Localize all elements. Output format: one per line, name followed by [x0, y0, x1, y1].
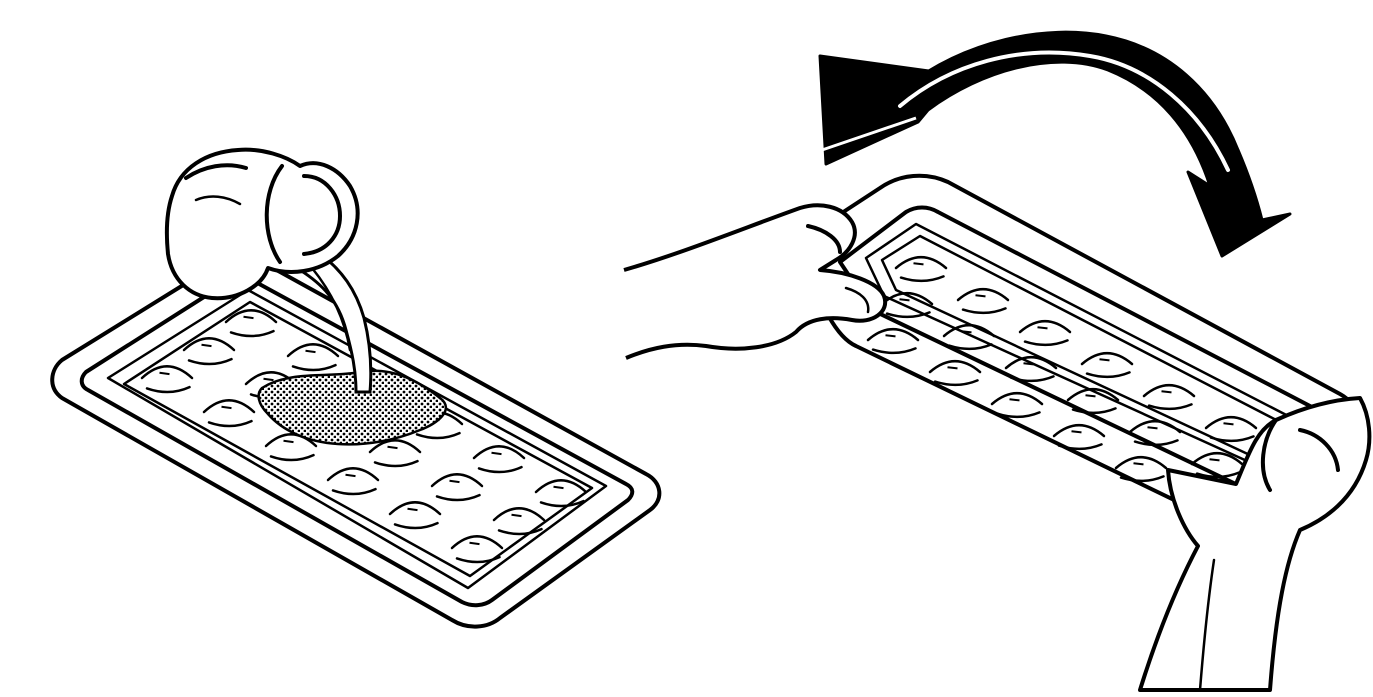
right-tray-cell-highlight: [900, 299, 910, 300]
left-tray-cell-highlight: [202, 345, 212, 346]
right-tray-cell-highlight: [1162, 391, 1172, 392]
right-tray-cell-highlight: [962, 331, 972, 332]
right-tray-cell-highlight: [1134, 463, 1144, 464]
right-tray-cell-highlight: [1224, 423, 1234, 424]
right-tray-cell-highlight: [1148, 427, 1158, 428]
left-tray-cell-highlight: [284, 441, 294, 442]
right-tray-cell-highlight: [1024, 363, 1034, 364]
right-tray-cell-highlight: [914, 263, 924, 264]
left-tray-cell-highlight: [264, 379, 274, 380]
right-tray-cell-highlight: [1072, 431, 1082, 432]
left-tray-cell-highlight: [306, 351, 316, 352]
left-tray-cell-highlight: [470, 543, 480, 544]
twisting-panel: [624, 32, 1369, 690]
left-tray-cell-highlight: [450, 481, 460, 482]
right-tray-cell-highlight: [948, 367, 958, 368]
right-tray-cell-highlight: [976, 295, 986, 296]
right-tray-cell-highlight: [1210, 459, 1220, 460]
filling-panel: [52, 150, 659, 627]
right-tray-cell-highlight: [1086, 395, 1096, 396]
right-tray-cell-highlight: [1010, 399, 1020, 400]
left-tray-cell-highlight: [512, 515, 522, 516]
right-tray-cell-highlight: [886, 335, 896, 336]
right-tray-cell-highlight: [1100, 359, 1110, 360]
left-tray-cell-highlight: [408, 509, 418, 510]
left-tray-cell-highlight: [244, 317, 254, 318]
left-tray-cell-highlight: [554, 487, 564, 488]
left-tray-cell-highlight: [222, 407, 232, 408]
left-tray-cell-highlight: [388, 447, 398, 448]
left-tray-cell-highlight: [346, 475, 356, 476]
left-tray-cell-highlight: [492, 453, 502, 454]
left-tray-cell-highlight: [160, 373, 170, 374]
right-tray-cell-highlight: [1038, 327, 1048, 328]
